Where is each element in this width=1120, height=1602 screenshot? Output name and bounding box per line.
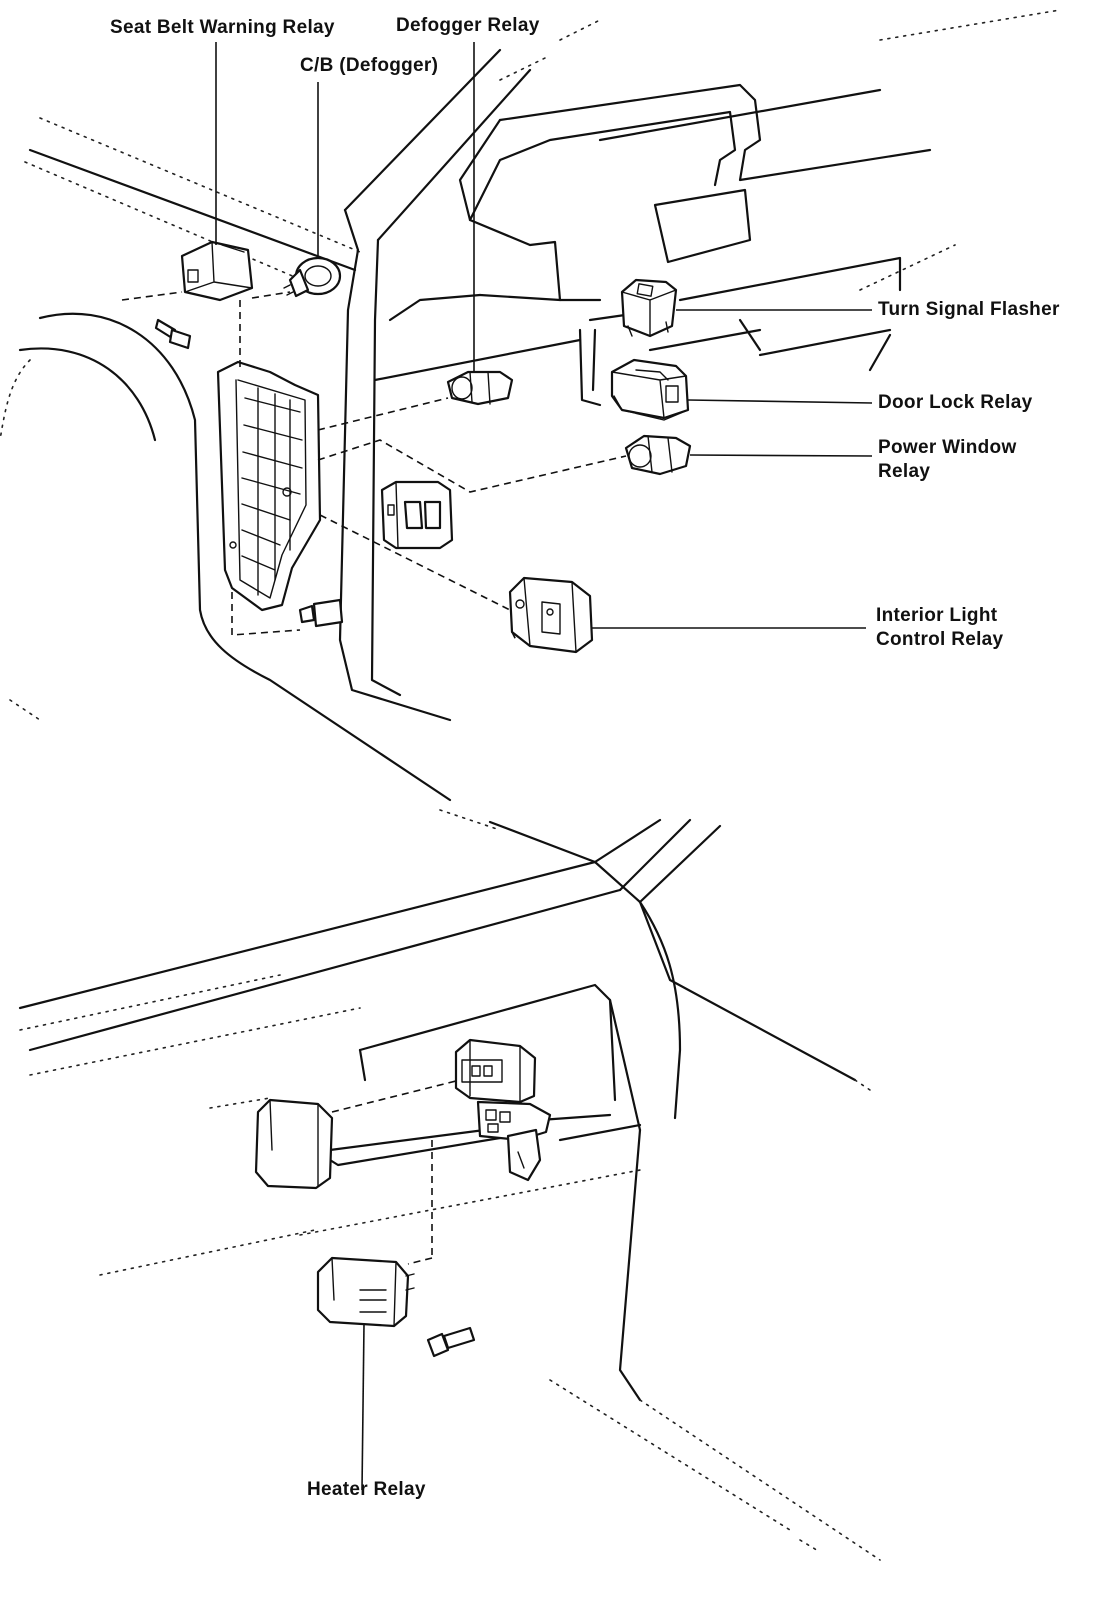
lower-relay-box-part	[254, 1098, 334, 1190]
junction-block	[216, 360, 322, 612]
seat-belt-warning-relay-part	[180, 240, 254, 302]
door-lock-relay-label: Door Lock Relay	[878, 392, 1033, 413]
lower-body-structure	[18, 818, 881, 1561]
interior-light-control-relay-part	[508, 576, 594, 654]
power-window-relay-part	[624, 434, 692, 476]
heater-relay-label: Heater Relay	[307, 1479, 426, 1500]
lower-assembly-lines	[331, 1079, 461, 1265]
center-connector-part	[380, 480, 454, 550]
bolt-upper-bottom	[298, 598, 344, 628]
upper-body-structure	[0, 9, 1061, 831]
defogger-relay-part	[446, 370, 514, 406]
interior-light-control-relay-label-line1: Interior Light	[876, 605, 998, 626]
bolt-upper-left	[154, 318, 192, 350]
defogger-relay-label: Defogger Relay	[396, 15, 540, 36]
power-window-relay-label-line2: Relay	[878, 461, 931, 482]
interior-light-control-relay-label: Interior Light Control Relay	[876, 604, 1003, 652]
upper-assembly-lines	[121, 291, 627, 641]
heater-relay-part	[316, 1256, 415, 1328]
bolt-lower	[426, 1326, 476, 1358]
cb-defogger-label: C/B (Defogger)	[300, 55, 439, 76]
power-window-relay-label: Power Window Relay	[878, 436, 1017, 484]
door-lock-relay-part	[610, 358, 690, 421]
turn-signal-flasher-part	[620, 278, 678, 338]
power-window-relay-label-line1: Power Window	[878, 437, 1017, 458]
interior-light-control-relay-label-line2: Control Relay	[876, 629, 1004, 650]
cb-defogger-part	[283, 256, 342, 298]
turn-signal-flasher-label: Turn Signal Flasher	[878, 299, 1060, 320]
leader-lines	[215, 42, 873, 1491]
seat-belt-warning-relay-label: Seat Belt Warning Relay	[110, 17, 335, 38]
relay-block-connector-part	[454, 1038, 552, 1182]
